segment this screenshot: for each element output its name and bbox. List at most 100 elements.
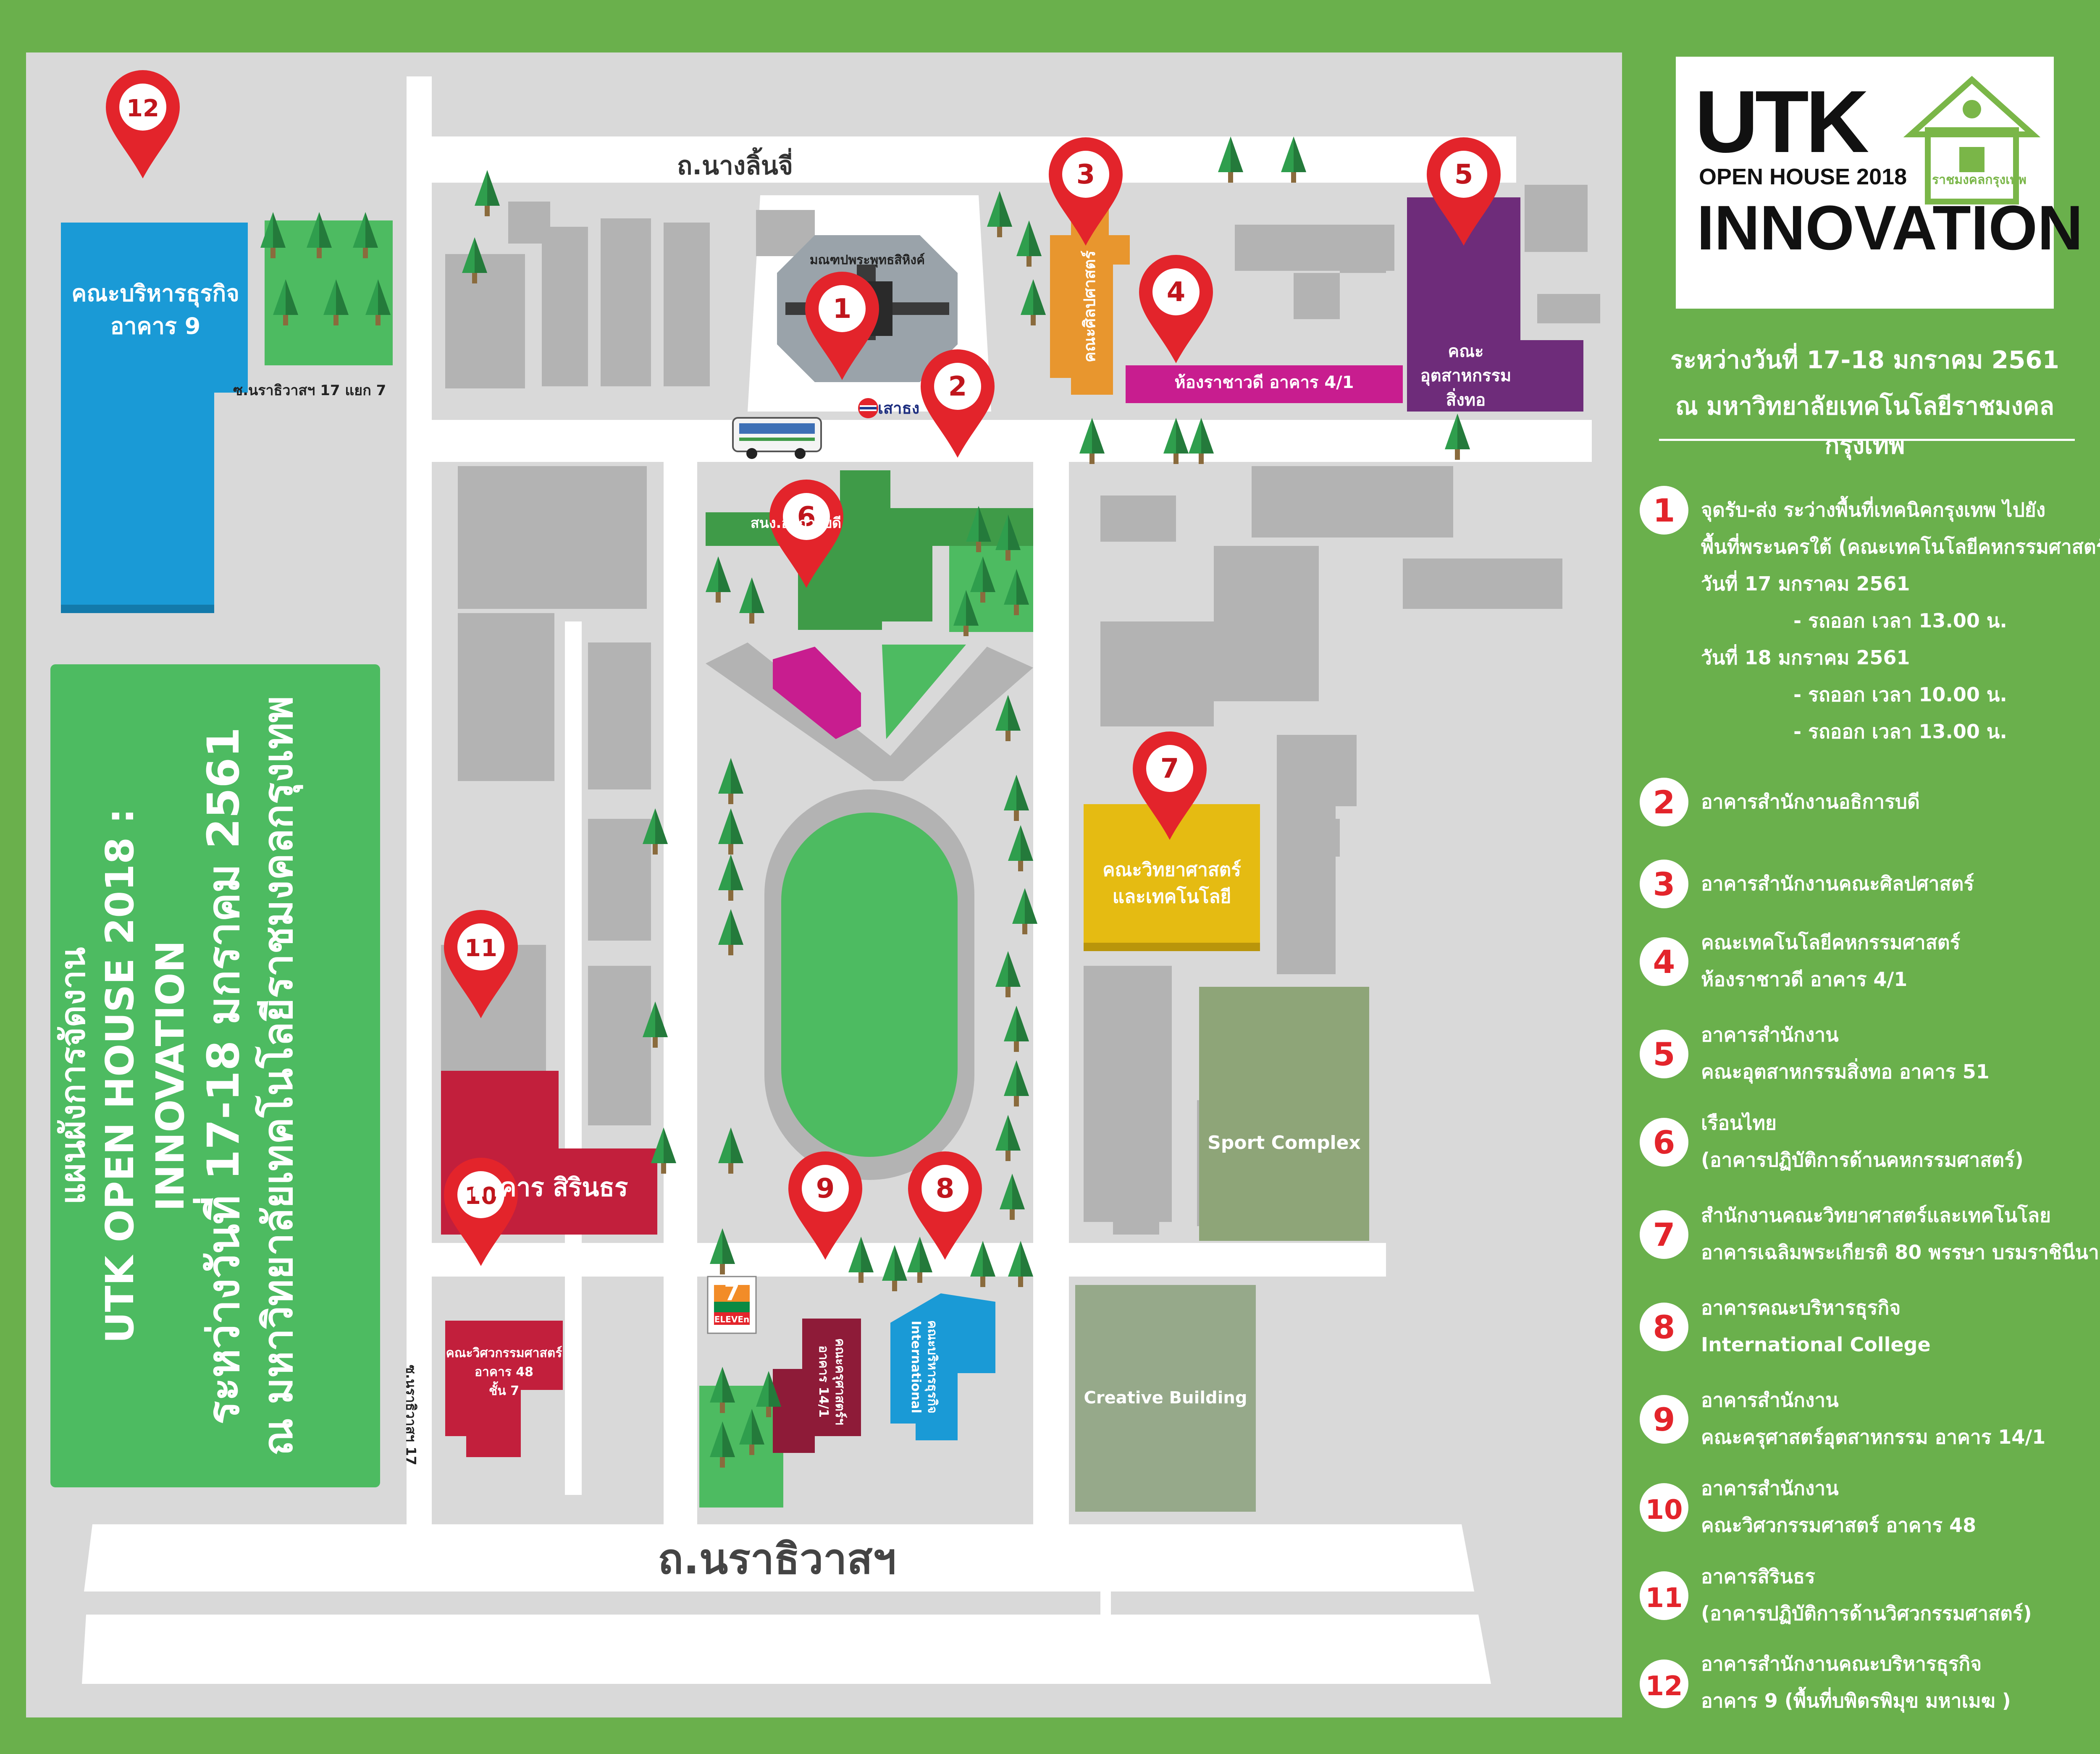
legend-marker-number: 4 [1653, 943, 1675, 981]
road-center-right-vertical [1033, 458, 1069, 1533]
tree-icon [953, 590, 979, 636]
building-2-block [706, 470, 1033, 630]
tree-icon [848, 1237, 874, 1283]
football-field [781, 813, 958, 1157]
creative-building-block [1075, 1285, 1256, 1512]
map-pin-number: 8 [936, 1173, 955, 1204]
seven-eleven-stripe-red [714, 1312, 750, 1325]
building-12-label-line1: คณะบริหารธุรกิจ [71, 280, 239, 307]
building-9-label-vertical: คณะครุศาสตร์ฯ อาคาร 14/1 [815, 1327, 848, 1436]
building-10-label-line2: อาคาร 48 [474, 1365, 534, 1379]
tree-icon [462, 237, 487, 283]
map-pin-number: 6 [797, 501, 816, 532]
tree-icon [970, 556, 995, 603]
road-top-left-vertical [407, 76, 432, 1571]
legend-9-line2: คณะครุศาสตร์อุตสาหกรรม อาคาร 14/1 [1701, 1426, 2046, 1448]
header-venue: ณ มหาวิทยาลัยเทคโนโลยีราชมงคลกรุงเทพ [1675, 392, 2055, 459]
map-pin-9: 9 [788, 1151, 862, 1260]
seven-eleven-logo-word: ELEVEn [714, 1314, 750, 1324]
map-pin-number: 12 [126, 95, 159, 122]
building-8-block [890, 1293, 995, 1440]
tree-icon [995, 695, 1021, 741]
map-pin-3: 3 [1049, 137, 1123, 246]
tree-icon [307, 212, 332, 258]
map-pin-number: 2 [948, 371, 967, 402]
road-inner-horizontal [420, 420, 1592, 462]
tree-icon [1004, 775, 1029, 821]
tree-icon [1000, 1174, 1025, 1220]
tree-icon [970, 1241, 995, 1287]
logo-house-icon [1903, 76, 2041, 205]
legend-1-line4: - รถออก เวลา 13.00 น. [1793, 609, 2007, 632]
legend-marker-5: 5 [1640, 1030, 1688, 1078]
tree-icon [643, 1002, 668, 1048]
legend-marker-2: 2 [1640, 778, 1688, 826]
legend-1-line1: จุดรับ-ส่ง ระว่างพื้นที่เทคนิคกรุงเทพ ไป… [1701, 498, 2046, 521]
tree-icon [353, 212, 378, 258]
legend-marker-number: 9 [1653, 1401, 1675, 1438]
tree-icon [1004, 1006, 1029, 1052]
building-8-label: คณะบริหารธุรกิจ International [895, 1310, 953, 1424]
building-9-label-line1: คณะครุศาสตร์ฯ [832, 1338, 847, 1425]
tree-icon [718, 758, 743, 804]
legend-marker-1: 1 [1640, 486, 1688, 535]
legend-9-line1: อาคารสำนักงาน [1701, 1389, 1839, 1411]
tree-icon [718, 1127, 743, 1174]
map-pin-7: 7 [1133, 731, 1207, 840]
building-11-label: อาคาร สิรินธร [470, 1173, 628, 1202]
map-pin-number: 9 [816, 1173, 835, 1204]
tree-icon [1163, 418, 1189, 464]
building-4-block [1126, 365, 1403, 403]
road-narathiwat-bottom [82, 1615, 1491, 1684]
tree-icon [1281, 136, 1306, 183]
tree-icon [710, 1228, 735, 1274]
tree-icon [882, 1245, 907, 1291]
legend-marker-number: 10 [1645, 1494, 1683, 1526]
tree-icon [1004, 569, 1029, 615]
legend-2-line1: อาคารสำนักงานอธิการบดี [1701, 790, 1920, 813]
park-center [882, 645, 966, 739]
legend-marker-11: 11 [1640, 1571, 1688, 1620]
legend-1-line7: - รถออก เวลา 13.00 น. [1793, 720, 2007, 743]
road-narathiwat-top [84, 1524, 1474, 1591]
map-pin-number: 10 [465, 1182, 497, 1210]
map-pin-number: 3 [1076, 159, 1095, 190]
seven-eleven-stripe-orange [714, 1285, 750, 1302]
logo-open-house: OPEN HOUSE 2018 [1699, 164, 1907, 189]
seven-eleven-logo-number: 7 [724, 1279, 740, 1306]
soi17-label: ซ.นราธิวาสฯ 17 [401, 1335, 426, 1495]
map-pin-12: 12 [106, 70, 180, 178]
tree-icon [710, 1367, 735, 1413]
tree-icon [1004, 1060, 1029, 1106]
legend-marker-6: 6 [1640, 1118, 1688, 1167]
legend-7-line2: อาคารเฉลิมพระเกียรติ 80 พรรษา บรมราชินีน… [1701, 1241, 2100, 1264]
flag-pole-icon [858, 398, 878, 418]
road-narathiwat-label: ถ.นราธิวาสฯ [658, 1534, 896, 1584]
map-pin-2: 2 [921, 349, 995, 458]
map-pin-number: 4 [1167, 277, 1186, 308]
mondop-label: มณฑปพระพุทธสิหิงค์ [809, 253, 925, 267]
legend-1-line5: วันที่ 18 มกราคม 2561 [1701, 646, 1910, 669]
building-5-label: คณะอุตสาหกรรม สิ่งทอ [1407, 339, 1525, 412]
sport-complex-block [1199, 987, 1369, 1241]
legend-marker-3: 3 [1640, 860, 1688, 908]
legend-marker-number: 6 [1653, 1124, 1675, 1161]
legend-marker-7: 7 [1640, 1210, 1688, 1259]
legend-marker-number: 5 [1653, 1036, 1675, 1073]
building-12-label-line2: อาคาร 9 [110, 313, 201, 340]
tree-icon [1445, 414, 1470, 460]
header-divider [1659, 439, 2075, 441]
logo-utk: UTK [1695, 72, 1869, 171]
header-date: ระหว่างวันที่ 17-18 มกราคม 2561 [1670, 346, 2060, 374]
tree-icon [739, 1409, 764, 1455]
tree-icon [966, 506, 991, 552]
legend-marker-number: 2 [1653, 784, 1675, 821]
map-pin-11: 11 [444, 910, 518, 1018]
legend-1-line6: - รถออก เวลา 10.00 น. [1793, 683, 2007, 706]
legend-4-line1: คณะเทคโนโลยีคหกรรมศาสตร์ [1701, 931, 1961, 954]
legend-8-line2: International College [1701, 1333, 1931, 1356]
tree-icon [1218, 136, 1243, 183]
tree-icon [643, 808, 668, 855]
legend-3-line1: อาคารสำนักงานคณะศิลปศาสตร์ [1701, 872, 1974, 895]
